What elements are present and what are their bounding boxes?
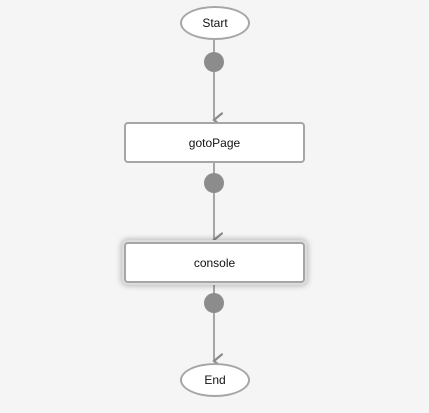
connector-handle-3[interactable] (204, 293, 224, 313)
flow-node-label: gotoPage (188, 135, 241, 150)
start-node-label: Start (202, 16, 228, 30)
flow-node-label: console (193, 255, 236, 270)
end-node-label: End (204, 373, 226, 387)
connector-handle-1[interactable] (204, 52, 224, 72)
flow-node-gotopage[interactable]: gotoPage (124, 122, 305, 163)
connector-handle-2[interactable] (204, 173, 224, 193)
flow-node-console[interactable]: console (124, 242, 305, 283)
start-node[interactable]: Start (180, 6, 250, 40)
end-node[interactable]: End (180, 363, 250, 397)
